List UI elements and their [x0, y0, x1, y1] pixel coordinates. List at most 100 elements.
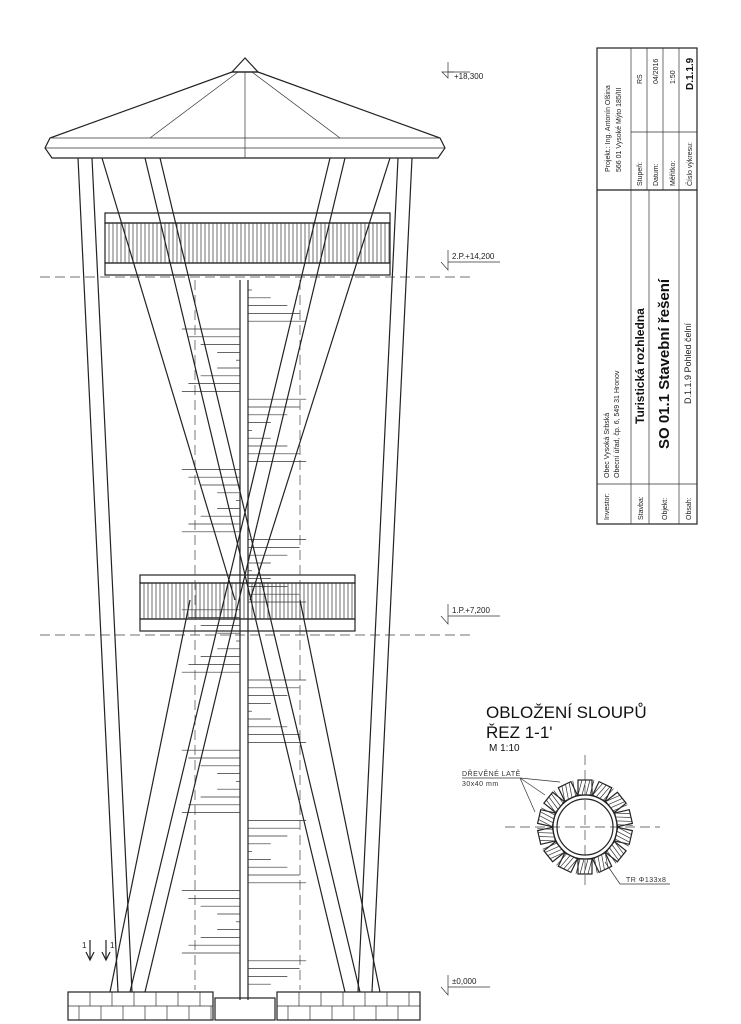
section-mark: 1 1' — [82, 940, 116, 962]
hatch — [546, 799, 556, 813]
column-cladding-detail: OBLOŽENÍ SLOUPŮ ŘEZ 1-1' M 1:10 DŘEVĚNÉ … — [462, 703, 670, 890]
detail-title: OBLOŽENÍ SLOUPŮ — [486, 703, 647, 722]
hatch — [616, 830, 631, 839]
level-label: ±0,000 — [452, 977, 477, 986]
hatch — [548, 796, 559, 810]
wood-lath — [557, 780, 579, 803]
hatch — [559, 855, 571, 868]
column-line — [249, 157, 391, 601]
level-label: 1.P.+7,200 — [452, 606, 490, 615]
hatch — [579, 858, 585, 875]
foundation-base — [67, 991, 421, 1021]
roof — [44, 57, 446, 159]
hatch — [617, 824, 633, 826]
wood-lath — [577, 779, 595, 796]
meritko-label: Měřítko: — [670, 161, 677, 186]
column-line — [109, 599, 191, 993]
objekt-label: Objekt: — [662, 498, 669, 520]
objekt-value: SO 01.1 Stavební řešení — [656, 278, 673, 449]
hatch — [609, 847, 619, 861]
wood-lath — [613, 826, 634, 847]
title-block: Investor: Obec Vysoká Srbská Obecní úřad… — [596, 47, 698, 525]
stavba-value: Turistická rozhledna — [633, 308, 647, 424]
note-label: TR Φ133x8 — [626, 877, 666, 884]
wood-lath — [542, 840, 566, 863]
hatch — [547, 848, 562, 856]
hatch — [563, 856, 575, 870]
section-label: 1' — [110, 941, 116, 950]
hatch — [540, 811, 555, 820]
column-line — [144, 157, 346, 993]
hatch — [615, 816, 632, 818]
level-marker-1p: 1.P.+7,200 — [440, 604, 500, 625]
column-line — [77, 157, 119, 993]
wood-lath — [591, 851, 613, 874]
hatch — [538, 836, 555, 838]
column-line — [101, 157, 236, 601]
cislo-value: D.1.1.9 — [685, 57, 696, 90]
hatch — [615, 834, 630, 843]
column-line — [159, 157, 361, 993]
investor-name: Obec Vysoká Srbská — [604, 413, 611, 478]
hatch — [551, 793, 561, 807]
hatch — [577, 779, 583, 796]
hatch — [585, 779, 591, 796]
hatch — [610, 801, 626, 809]
stupen-value: RS — [637, 74, 644, 84]
meritko-value: 1:50 — [670, 70, 677, 84]
investor-address: Obecní úřad, čp. 6, 549 31 Hronov — [614, 370, 621, 478]
wood-lath — [536, 826, 557, 846]
hatch — [608, 798, 623, 806]
projekt-name: Projekt.: Ing. Antonín Olšina — [605, 85, 612, 172]
obsah-value: D.1.1.9 Pohled čelní — [683, 322, 693, 404]
wood-lath — [536, 807, 557, 828]
note-label: DŘEVĚNÉ LATĚ — [462, 769, 521, 778]
hatch — [592, 783, 603, 796]
hatch — [568, 782, 573, 798]
hatch — [567, 858, 578, 871]
wood-lath — [604, 840, 627, 864]
hatch — [614, 812, 631, 814]
stavba-label: Stavba: — [638, 496, 645, 520]
hatch — [587, 858, 593, 875]
datum-value: 04/2016 — [653, 59, 660, 84]
hatch — [553, 790, 564, 804]
level-marker-2p: 2.P.+14,200 — [440, 250, 500, 271]
hatch — [572, 780, 576, 797]
column-line — [357, 157, 399, 993]
detail-subtitle: ŘEZ 1-1' — [486, 723, 553, 742]
hatch — [603, 788, 614, 801]
hatch — [538, 832, 554, 834]
hatch — [565, 784, 569, 800]
hatch — [581, 779, 587, 796]
wood-lath — [591, 780, 614, 803]
hatch — [539, 815, 554, 824]
hatch — [542, 842, 558, 850]
level-label: +18,300 — [454, 72, 484, 81]
wood-lath — [613, 808, 634, 828]
hatch — [612, 804, 628, 812]
hatch — [537, 828, 553, 830]
stupen-label: Stupeň: — [637, 162, 644, 186]
hatch — [595, 784, 607, 798]
hatch — [614, 841, 624, 855]
wood-lath — [556, 851, 579, 874]
investor-label: Investor: — [604, 493, 611, 520]
obsah-label: Obsah: — [686, 497, 693, 520]
hatch — [575, 858, 581, 875]
hatch — [549, 852, 565, 859]
hatch — [544, 845, 560, 853]
column-line — [299, 599, 381, 993]
note-label: 30x40 mm — [462, 781, 499, 788]
section-label: 1 — [82, 941, 87, 950]
hatch — [539, 840, 556, 842]
wood-lath — [575, 858, 593, 875]
hatch — [605, 795, 621, 802]
detail-scale: M 1:10 — [489, 743, 520, 754]
hatch — [611, 844, 622, 858]
column-line — [371, 157, 413, 993]
hatch — [589, 779, 595, 796]
hatch — [594, 857, 598, 874]
